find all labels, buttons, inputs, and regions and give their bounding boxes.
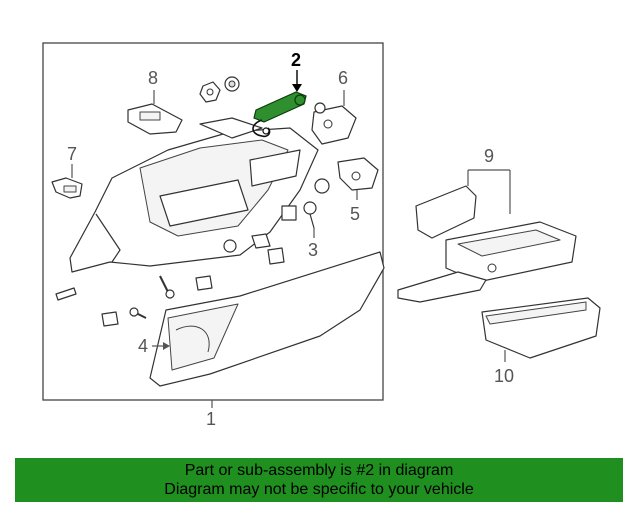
callout-10: 10 xyxy=(494,366,514,386)
part-9-storage-assembly xyxy=(397,185,577,303)
assembly-frame xyxy=(42,42,384,401)
part-10-bin xyxy=(481,297,601,359)
callout-4: 4 xyxy=(138,336,148,356)
callout-7: 7 xyxy=(67,144,77,164)
part-2-highlighted xyxy=(252,91,307,138)
fastener-group-mid xyxy=(223,178,330,265)
callout-8: 8 xyxy=(148,68,158,88)
callout-6: 6 xyxy=(338,68,348,88)
banner-line-2: Diagram may not be specific to your vehi… xyxy=(164,481,474,498)
callout-2: 2 xyxy=(291,50,301,70)
parts-diagram: 1 2 8 6 7 xyxy=(42,42,601,429)
callout-3: 3 xyxy=(308,240,318,260)
info-banner: Part or sub-assembly is #2 in diagram Di… xyxy=(15,458,623,502)
part-8 xyxy=(127,103,183,135)
part-5 xyxy=(337,157,379,191)
part-4-door xyxy=(149,251,385,387)
callout-4-arrowhead xyxy=(163,342,170,350)
fastener-group-lower xyxy=(55,275,213,327)
callout-5: 5 xyxy=(350,204,360,224)
callout-1: 1 xyxy=(206,409,216,429)
banner-line-1: Part or sub-assembly is #2 in diagram xyxy=(184,462,454,479)
part-6 xyxy=(311,102,357,145)
callout-2-arrowhead xyxy=(292,84,302,92)
part-7 xyxy=(51,177,83,199)
callout-9: 9 xyxy=(484,146,494,166)
fastener-nut-top xyxy=(199,76,240,103)
